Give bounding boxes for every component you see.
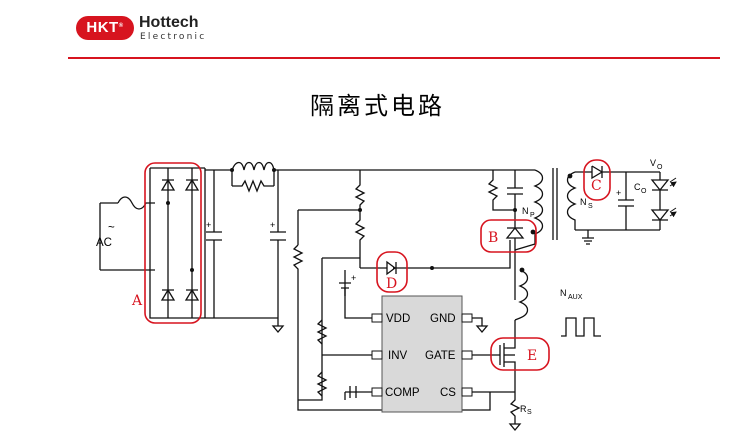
primary-side: N P xyxy=(360,168,558,300)
ac-source: ~ AC xyxy=(96,196,155,271)
pin-cs: CS xyxy=(440,387,456,399)
svg-text:D: D xyxy=(386,276,397,292)
svg-text:P: P xyxy=(530,212,535,219)
svg-text:C: C xyxy=(591,178,602,194)
svg-text:E: E xyxy=(527,348,537,364)
marker-a: A xyxy=(131,162,202,324)
svg-text:S: S xyxy=(527,409,532,416)
label-vo: V xyxy=(650,158,656,168)
marker-c: C xyxy=(583,159,611,201)
diode-br1 xyxy=(160,178,176,191)
ac-symbol: ~ xyxy=(108,222,115,234)
svg-text:+: + xyxy=(270,220,275,230)
aux-mosfet: N AUX R S xyxy=(490,267,601,432)
comp-capacitor xyxy=(344,386,372,400)
brand-subtitle: Electronic xyxy=(140,32,207,42)
page-title: 隔离式电路 xyxy=(310,92,445,120)
marker-d: D xyxy=(376,251,408,293)
marker-b: B xyxy=(480,219,537,253)
svg-text:+: + xyxy=(206,220,211,230)
svg-text:O: O xyxy=(641,188,647,195)
diode-br3 xyxy=(160,288,176,301)
pin-vdd: VDD xyxy=(386,313,410,325)
pin-comp: COMP xyxy=(385,387,420,399)
label-ns: N xyxy=(580,197,587,207)
controller-ic: VDD GND INV GATE COMP CS xyxy=(371,295,500,413)
ac-label: AC xyxy=(96,237,112,249)
bridge-rectifier xyxy=(149,167,206,319)
header-divider xyxy=(68,57,720,59)
svg-text:A: A xyxy=(131,293,143,309)
svg-text:S: S xyxy=(588,203,593,210)
label-np: N xyxy=(522,206,529,216)
diode-d xyxy=(386,260,397,276)
pin-gnd: GND xyxy=(430,313,456,325)
secondary-side: N S + C O V O xyxy=(566,158,677,245)
svg-text:+: + xyxy=(351,273,356,283)
svg-text:+: + xyxy=(616,188,621,198)
pin-gate: GATE xyxy=(425,350,456,362)
label-naux: N xyxy=(560,288,567,298)
label-co: C xyxy=(634,182,641,192)
brand-logo: HKT® Hottech Electronic xyxy=(76,14,236,44)
pin-inv: INV xyxy=(388,350,408,362)
diode-br2 xyxy=(184,178,200,191)
input-filter: + + xyxy=(205,161,360,334)
diode-br4 xyxy=(184,288,200,301)
marker-e: E xyxy=(490,337,550,371)
brand-name: Hottech xyxy=(139,14,199,31)
svg-text:B: B xyxy=(488,230,498,246)
svg-text:AUX: AUX xyxy=(568,294,583,301)
svg-text:O: O xyxy=(657,164,663,171)
label-rs: R xyxy=(520,404,527,414)
brand-badge: HKT® xyxy=(76,16,134,40)
